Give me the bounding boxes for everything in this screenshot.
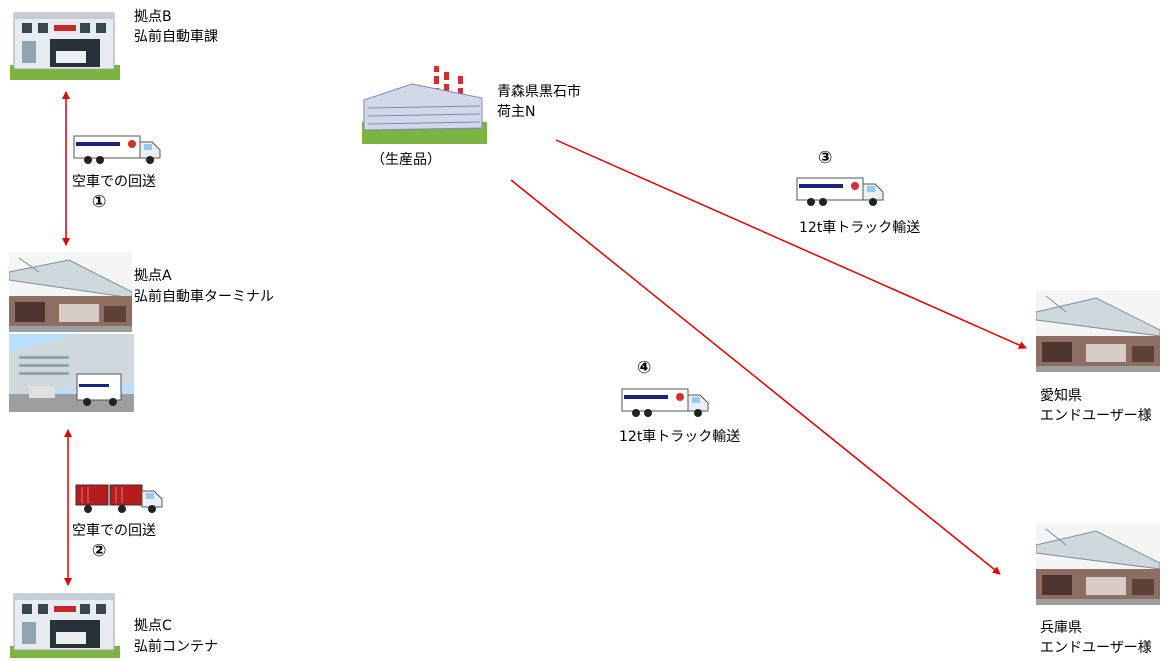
hyogo-prefecture: 兵庫県 [1040, 620, 1082, 636]
route-4-arrow [510, 179, 1001, 575]
base-b-building-icon [10, 12, 120, 80]
base-c-building-icon [10, 593, 120, 658]
route-4-truck-icon [621, 388, 709, 417]
route-3-number: ③ [818, 148, 833, 168]
hyogo-warehouse-icon [1036, 523, 1160, 605]
base-a-terminal-icon [9, 252, 132, 332]
route-3-arrow [555, 139, 1027, 349]
route-1-number: ① [92, 192, 107, 212]
shipper-name: 荷主N [497, 104, 536, 120]
aichi-prefecture: 愛知県 [1040, 388, 1082, 404]
base-b-office: 弘前自動車課 [134, 29, 218, 45]
base-c-office: 弘前コンテナ [134, 639, 218, 655]
route-4-number: ④ [637, 358, 652, 378]
base-a-name: 拠点A [134, 268, 172, 284]
base-c-name: 拠点C [134, 618, 172, 634]
shipper-location: 青森県黒石市 [497, 84, 581, 100]
route-1-truck-icon [73, 135, 161, 164]
route-3-truck-icon [796, 177, 884, 206]
base-a-photo [9, 334, 134, 412]
aichi-end-user: エンドユーザー様 [1040, 408, 1152, 424]
base-a-office: 弘前自動車ターミナル [134, 289, 274, 305]
route-4-label: 12t車トラック輸送 [619, 429, 741, 445]
route-2-truck-icon [75, 484, 163, 513]
hyogo-end-user: エンドユーザー様 [1040, 640, 1152, 656]
route-1-label: 空車での回送 [72, 174, 156, 190]
route-3-label: 12t車トラック輸送 [799, 220, 921, 236]
route-2-label: 空車での回送 [72, 523, 156, 539]
aichi-warehouse-icon [1036, 290, 1160, 372]
route-2-number: ② [92, 541, 107, 561]
base-b-name: 拠点B [134, 9, 172, 25]
factory-icon [362, 66, 487, 144]
shipper-product-note: （生産品） [371, 152, 441, 168]
